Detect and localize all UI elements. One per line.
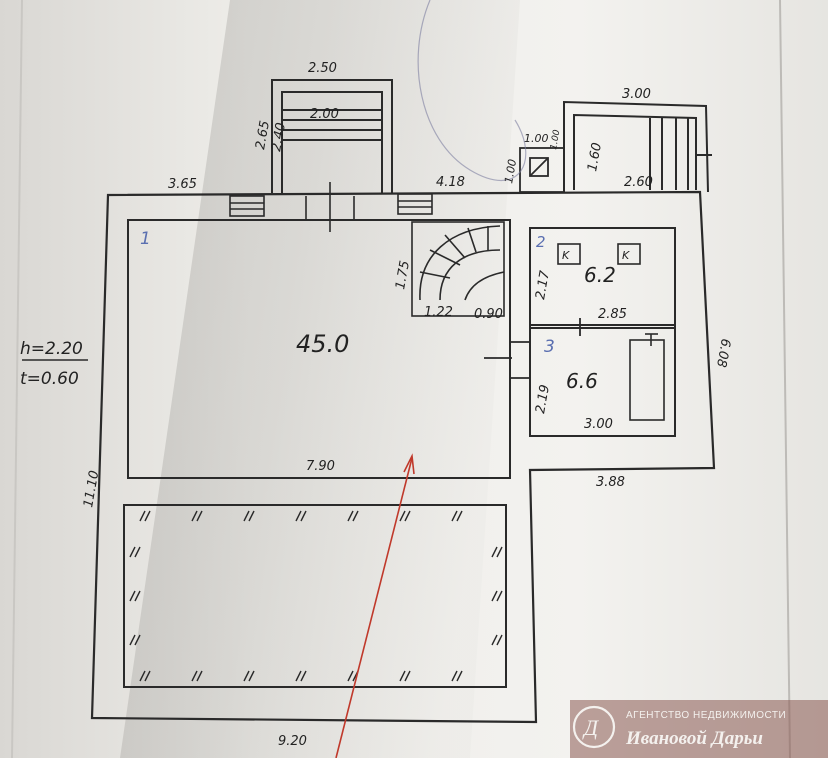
shadow-overlay bbox=[120, 0, 520, 758]
hatch-stroke bbox=[134, 634, 141, 646]
dim-annex-inner: 2.60 bbox=[624, 175, 653, 190]
hatch-stroke bbox=[295, 510, 302, 522]
hatch-stroke bbox=[196, 510, 203, 522]
dim-vent-width: 1.00 bbox=[524, 132, 549, 145]
hatch-stroke bbox=[144, 670, 151, 682]
dim-room-1-width: 7.90 bbox=[306, 459, 335, 474]
dim-right-bottom: 3.88 bbox=[596, 475, 625, 490]
dim-left-height: 11.10 bbox=[81, 469, 102, 508]
hatch-stroke bbox=[129, 546, 136, 558]
dim-right-height: 6.08 bbox=[713, 337, 733, 368]
dim-porch-depth-inner: 2.40 bbox=[269, 122, 289, 153]
unheated-area-outline bbox=[123, 504, 507, 688]
dim-room-2-width: 2.85 bbox=[598, 307, 627, 322]
hatch-stroke bbox=[456, 510, 463, 522]
room-3-area: 6.6 bbox=[566, 369, 598, 393]
dim-porch-width: 2.50 bbox=[308, 61, 337, 76]
dim-annex-width: 3.00 bbox=[622, 87, 651, 102]
hatch-stroke bbox=[347, 670, 354, 682]
room-3-number: 3 bbox=[544, 337, 555, 357]
hatch-stroke bbox=[352, 510, 359, 522]
windows bbox=[229, 182, 433, 232]
hatch-stroke bbox=[129, 634, 136, 646]
hatch-stroke bbox=[139, 510, 146, 522]
dim-stair-gap: 0.90 bbox=[474, 307, 503, 322]
dimension-labels: 3.65 4.18 2.50 2.00 2.65 2.40 7.90 1.75 … bbox=[81, 61, 733, 749]
dim-room-2-height: 2.17 bbox=[533, 269, 553, 301]
hatch-stroke bbox=[144, 510, 151, 522]
hatch-stroke bbox=[491, 634, 498, 646]
hatch-stroke bbox=[191, 670, 198, 682]
hatch-stroke bbox=[496, 634, 503, 646]
dim-room-3-height: 2.19 bbox=[533, 384, 553, 415]
agency-logo-icon bbox=[572, 705, 616, 749]
outer-walls bbox=[90, 190, 716, 724]
wall-thickness-note: t=0.60 bbox=[20, 369, 79, 389]
hatch-stroke bbox=[134, 546, 141, 558]
agency-name-line-2: Ивановой Дарьи bbox=[625, 728, 763, 749]
hatch-stroke bbox=[451, 670, 458, 682]
dim-vent-height: 1.00 bbox=[502, 158, 519, 184]
hatch-stroke bbox=[347, 510, 354, 522]
dim-porch-inner: 2.00 bbox=[310, 107, 339, 122]
rooms-2-3-outline bbox=[529, 227, 676, 437]
agency-name-line-1: АГЕНТСТВО НЕДВИЖИМОСТИ bbox=[626, 710, 786, 721]
dim-porch-depth: 2.65 bbox=[253, 120, 273, 151]
door-marks bbox=[484, 318, 581, 379]
pencil-scribble bbox=[417, 0, 527, 182]
hatch-stroke bbox=[404, 670, 411, 682]
north-arrow bbox=[335, 453, 415, 758]
hatch-stroke bbox=[491, 546, 498, 558]
stove-1-mark: K bbox=[562, 249, 570, 262]
room-2-number: 2 bbox=[536, 233, 546, 251]
dim-annex-depth: 1.60 bbox=[585, 142, 605, 173]
stove-2-mark: K bbox=[622, 249, 630, 262]
agency-watermark: Д АГЕНТСТВО НЕДВИЖИМОСТИ Ивановой Дарьи bbox=[570, 700, 828, 758]
ceiling-height-note: h=2.20 bbox=[20, 339, 83, 359]
hatch-stroke bbox=[196, 670, 203, 682]
dim-stair-width: 1.22 bbox=[424, 305, 453, 320]
hatch-stroke bbox=[399, 670, 406, 682]
hatch-stroke bbox=[139, 670, 146, 682]
stoves bbox=[557, 243, 641, 265]
vent-box bbox=[519, 147, 565, 193]
hatch-stroke bbox=[451, 510, 458, 522]
hatch-stroke bbox=[496, 546, 503, 558]
hatch-stroke bbox=[456, 670, 463, 682]
hatch-stroke bbox=[243, 670, 250, 682]
left-margin-line bbox=[11, 0, 23, 758]
spiral-stair bbox=[411, 221, 505, 317]
agency-logo-letter: Д bbox=[582, 715, 599, 740]
hatch-stroke bbox=[300, 670, 307, 682]
hatch-stroke bbox=[491, 590, 498, 602]
hatch-stroke bbox=[243, 510, 250, 522]
hatch-stroke bbox=[248, 510, 255, 522]
room-1-number: 1 bbox=[140, 229, 151, 249]
dim-top-middle: 4.18 bbox=[436, 175, 465, 190]
hatch-stroke bbox=[300, 510, 307, 522]
dim-top-left: 3.65 bbox=[168, 177, 197, 192]
bathtub bbox=[629, 333, 665, 421]
dim-vent-inner: 1.00 bbox=[549, 129, 562, 151]
right-margin-line bbox=[779, 0, 791, 758]
hatch-stroke bbox=[191, 510, 198, 522]
hatch-stroke bbox=[129, 590, 136, 602]
hatch-stroke bbox=[134, 590, 141, 602]
hatch-marks bbox=[129, 510, 503, 682]
hatch-stroke bbox=[404, 510, 411, 522]
porch bbox=[271, 79, 393, 193]
dim-bottom-width: 9.20 bbox=[278, 734, 307, 749]
room-1-area: 45.0 bbox=[296, 330, 349, 358]
room-2-area: 6.2 bbox=[584, 263, 616, 287]
hatch-stroke bbox=[248, 670, 255, 682]
annex bbox=[563, 100, 712, 193]
hatch-stroke bbox=[399, 510, 406, 522]
dim-stair-height: 1.75 bbox=[393, 260, 413, 291]
dim-room-3-width: 3.00 bbox=[584, 417, 613, 432]
room-1-outline bbox=[127, 219, 511, 479]
hatch-stroke bbox=[295, 670, 302, 682]
hatch-stroke bbox=[496, 590, 503, 602]
